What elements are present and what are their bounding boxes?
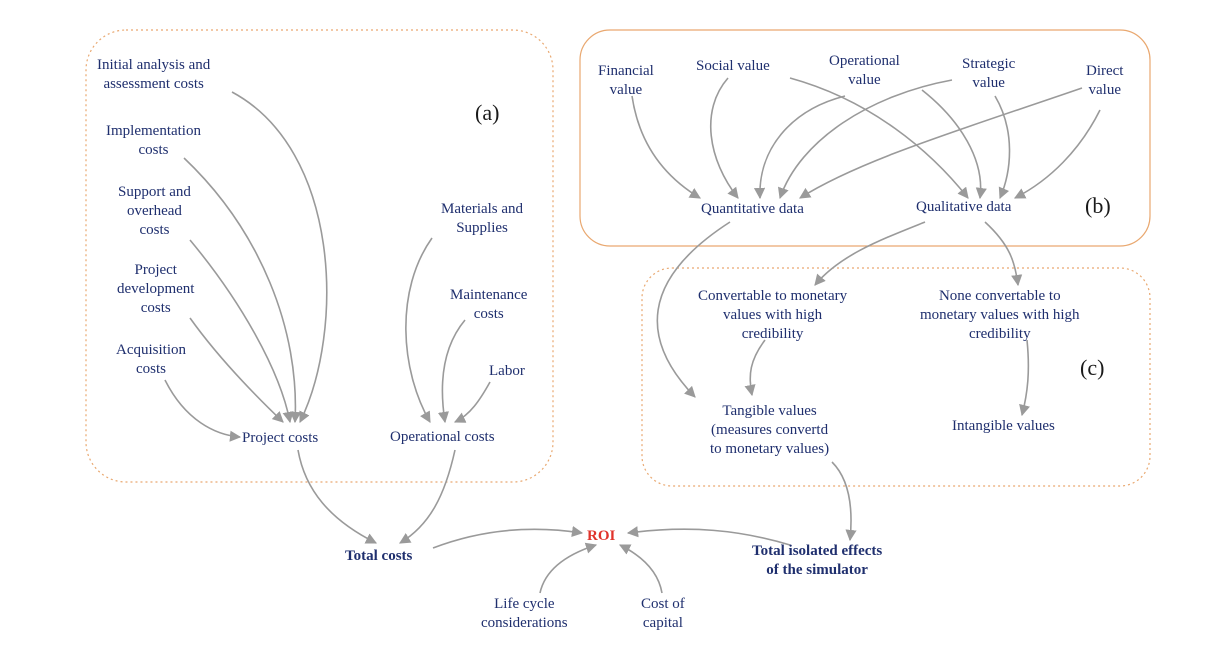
materials-supplies-label: Materials and Supplies: [441, 201, 524, 236]
life-cycle-label: Life cycle considerations: [481, 596, 568, 631]
arrow-project-to-total: [297, 449, 378, 544]
quantitative-data-label: Quantitative data: [701, 201, 804, 217]
arrow-convertable-to-tangible: [744, 339, 766, 397]
arrow-strategic-to-qualitative: [994, 95, 1011, 200]
arrow-materials-to-operational: [405, 237, 433, 423]
operational-value-label: Operational value: [829, 53, 900, 88]
project-costs-label: Project costs: [242, 430, 319, 446]
arrow-operational-to-qualitative: [921, 89, 987, 200]
acquisition-costs-label: Acquisition costs: [116, 342, 186, 377]
tangible-values-label: Tangible values (measures convertd to mo…: [710, 403, 830, 457]
arrow-operational-to-quantitative: [753, 95, 846, 200]
panel-a-box: [85, 29, 554, 483]
qualitative-data-label: Qualitative data: [916, 199, 1012, 215]
arrow-initial-to-project: [231, 91, 328, 424]
arrow-direct-to-quantitative: [799, 87, 1083, 199]
direct-value-label: Direct value: [1086, 63, 1124, 98]
convertable-label: Convertable to monetary values with high…: [698, 288, 848, 342]
strategic-value-label: Strategic value: [962, 56, 1016, 91]
arrow-quantitative-to-tangible: [656, 221, 731, 398]
social-value-label: Social value: [696, 58, 770, 74]
arrow-social-to-quantitative: [709, 77, 739, 199]
arrow-development-to-project: [189, 317, 284, 423]
arrow-life-cycle-to-roi: [539, 542, 598, 594]
project-development-costs-label: Project development costs: [117, 262, 195, 316]
arrow-implementation-to-project: [183, 157, 302, 424]
arrow-strategic-to-quantitative: [778, 79, 953, 200]
initial-analysis-costs-label: Initial analysis and assessment costs: [97, 57, 211, 92]
arrow-capital-to-roi: [618, 544, 663, 594]
arrow-operational-to-total: [399, 449, 456, 544]
support-overhead-costs-label: Support and overhead costs: [118, 184, 191, 238]
arrow-maintenance-to-operational: [437, 319, 466, 424]
arrow-support-to-project: [189, 239, 294, 424]
cost-of-capital-label: Cost of capital: [641, 596, 685, 631]
operational-costs-label: Operational costs: [390, 429, 495, 445]
arrow-social-to-qualitative: [789, 77, 969, 199]
total-isolated-effects-label: Total isolated effects of the simulator: [752, 543, 883, 578]
arrow-financial-to-quantitative: [631, 95, 701, 199]
arrow-acquisition-to-project: [164, 379, 242, 442]
maintenance-costs-label: Maintenance costs: [450, 287, 528, 322]
roi-label: ROI: [587, 528, 616, 544]
labor-label: Labor: [489, 363, 525, 379]
arrow-total-costs-to-roi: [432, 525, 584, 549]
financial-value-label: Financial value: [598, 63, 654, 98]
arrow-noneconvertable-to-intangible: [1019, 339, 1030, 417]
arrow-qualitative-to-noneconvertable: [984, 221, 1023, 287]
arrow-qualitative-to-convertable: [814, 221, 926, 286]
arrow-labor-to-operational: [453, 381, 491, 423]
intangible-values-label: Intangible values: [952, 418, 1055, 434]
panel-b-box: [579, 29, 1151, 247]
implementation-costs-label: Implementation costs: [106, 123, 201, 158]
arrow-direct-to-qualitative: [1014, 109, 1101, 199]
panel-b-tag: (b): [1085, 193, 1111, 218]
panel-c-tag: (c): [1080, 355, 1105, 380]
arrow-tangible-to-total-effects: [831, 461, 857, 542]
none-convertable-label: None convertable to monetary values with…: [920, 288, 1080, 342]
panel-a-tag: (a): [475, 100, 500, 125]
arrow-total-effects-to-roi: [626, 526, 791, 546]
total-costs-label: Total costs: [345, 548, 413, 564]
